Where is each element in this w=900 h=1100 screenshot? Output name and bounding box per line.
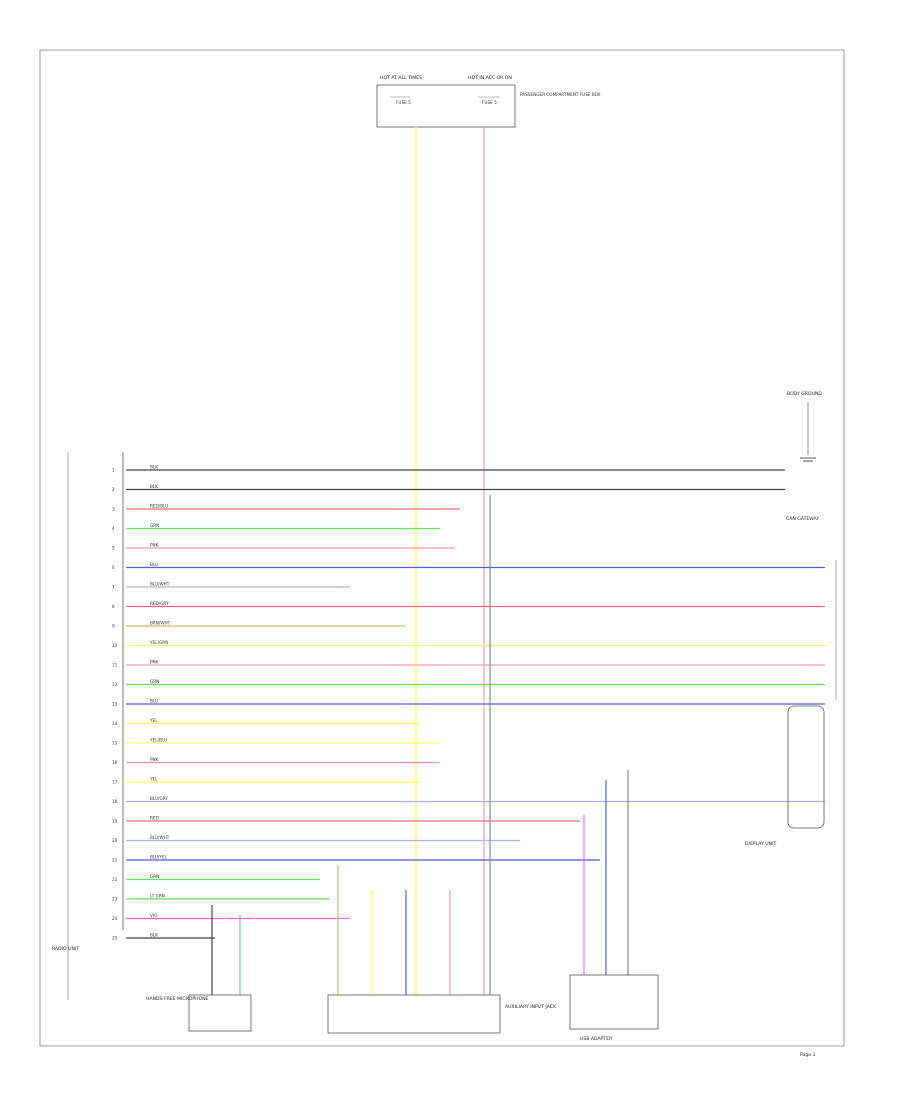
microphone-module: HANDS FREE MICROPHONE	[146, 994, 252, 1032]
wire-pin-6: 6	[112, 565, 115, 570]
wire-pin-24: 24	[112, 916, 118, 921]
wire-pin-15: 15	[112, 741, 118, 746]
wire-pin-7: 7	[112, 585, 115, 590]
wire-color-10: YEL/GRN	[149, 640, 168, 645]
wire-pin-3: 3	[112, 507, 115, 512]
wire-color-14: YEL	[149, 718, 158, 723]
fuse-box-module: HOT AT ALL TIMES HOT IN ACC OR ON FUSE 5…	[376, 75, 601, 128]
usb-adapter-label: USB ADAPTER	[580, 1036, 613, 1042]
wire-color-2: BLK	[150, 484, 158, 489]
wire-color-16: PNK	[150, 757, 159, 762]
wire-color-4: GRN	[150, 523, 159, 528]
radio-label: RADIO UNIT	[52, 946, 79, 952]
wire-pin-16: 16	[112, 760, 118, 765]
wire-pin-22: 22	[112, 877, 118, 882]
fuse-box-left-title: HOT AT ALL TIMES	[380, 75, 422, 81]
wire-color-13: BLU	[150, 699, 158, 704]
wire-pin-20: 20	[112, 838, 118, 843]
ground-label: BODY GROUND	[787, 391, 822, 397]
display-unit: DISPLAY UNIT	[745, 705, 825, 847]
diagram-frame	[39, 49, 845, 1047]
wire-pin-19: 19	[112, 819, 118, 824]
wire-color-15: YEL/BLU	[149, 738, 167, 743]
fuse-box-right-title: HOT IN ACC OR ON	[468, 75, 512, 81]
wire-color-12: GRN	[150, 679, 159, 684]
wire-color-3: RED/BLU	[150, 504, 168, 509]
wire-color-23: LT GRN	[150, 894, 165, 899]
wire-pin-18: 18	[112, 799, 118, 804]
wire-color-11: PNK	[150, 660, 159, 665]
wire-color-17: YEL	[149, 777, 158, 782]
wire-pin-21: 21	[112, 858, 118, 863]
wire-pin-10: 10	[112, 643, 118, 648]
wire-color-21: BLU/YEL	[150, 855, 168, 860]
wire-color-25: BLK	[150, 933, 158, 938]
wire-pin-12: 12	[112, 682, 118, 687]
wire-pin-17: 17	[112, 780, 118, 785]
wire-color-8: RED/GRY	[150, 601, 169, 606]
wire-pin-8: 8	[112, 604, 115, 609]
wire-pin-13: 13	[112, 702, 118, 707]
gateway-label: CAN GATEWAY	[786, 516, 819, 522]
wire-pin-9: 9	[112, 624, 115, 629]
fuse-box-note: PASSENGER COMPARTMENT FUSE BOX	[520, 92, 601, 97]
right-connector: CAN GATEWAY	[786, 516, 837, 700]
wire-color-5: PNK	[150, 543, 159, 548]
wire-color-1: BLK	[150, 465, 158, 470]
wire-color-22: GRN	[150, 874, 159, 879]
wire-pin-25: 25	[112, 936, 118, 941]
wire-color-18: BLU/GRY	[150, 796, 168, 801]
display-unit-label: DISPLAY UNIT	[745, 841, 776, 847]
wire-pin-11: 11	[112, 663, 118, 668]
wire-color-7: BLU/WHT	[150, 582, 170, 587]
wire-color-24: VIO	[150, 913, 158, 918]
aux-jack-label: AUXILIARY INPUT JACK	[505, 1004, 557, 1010]
wire-pin-4: 4	[112, 526, 115, 531]
wire-pin-14: 14	[112, 721, 118, 726]
page-number: Page 1	[800, 1052, 816, 1058]
wire-layer: 1BLK2BLK3RED/BLU4GRN5PNK6BLU7BLU/WHT8RED…	[112, 465, 825, 995]
aux-jack-module: AUXILIARY INPUT JACK	[327, 994, 557, 1034]
wire-color-19: RED	[150, 816, 159, 821]
wire-pin-1: 1	[112, 468, 115, 473]
wire-color-6: BLU	[150, 562, 158, 567]
radio-connector: RADIO UNIT	[52, 452, 124, 1000]
wire-pin-2: 2	[112, 487, 115, 492]
microphone-label: HANDS FREE MICROPHONE	[146, 996, 209, 1002]
fuse-left-label: FUSE 5	[396, 100, 411, 105]
usb-adapter-module: USB ADAPTER	[569, 974, 659, 1042]
wire-color-9: BRN/WHT	[150, 621, 171, 626]
ground-symbol: BODY GROUND	[787, 391, 822, 462]
wire-pin-23: 23	[112, 897, 118, 902]
wire-color-20: BLU/WHT	[150, 835, 170, 840]
fuse-right-label: FUSE 5	[482, 100, 497, 105]
wire-pin-5: 5	[112, 546, 115, 551]
